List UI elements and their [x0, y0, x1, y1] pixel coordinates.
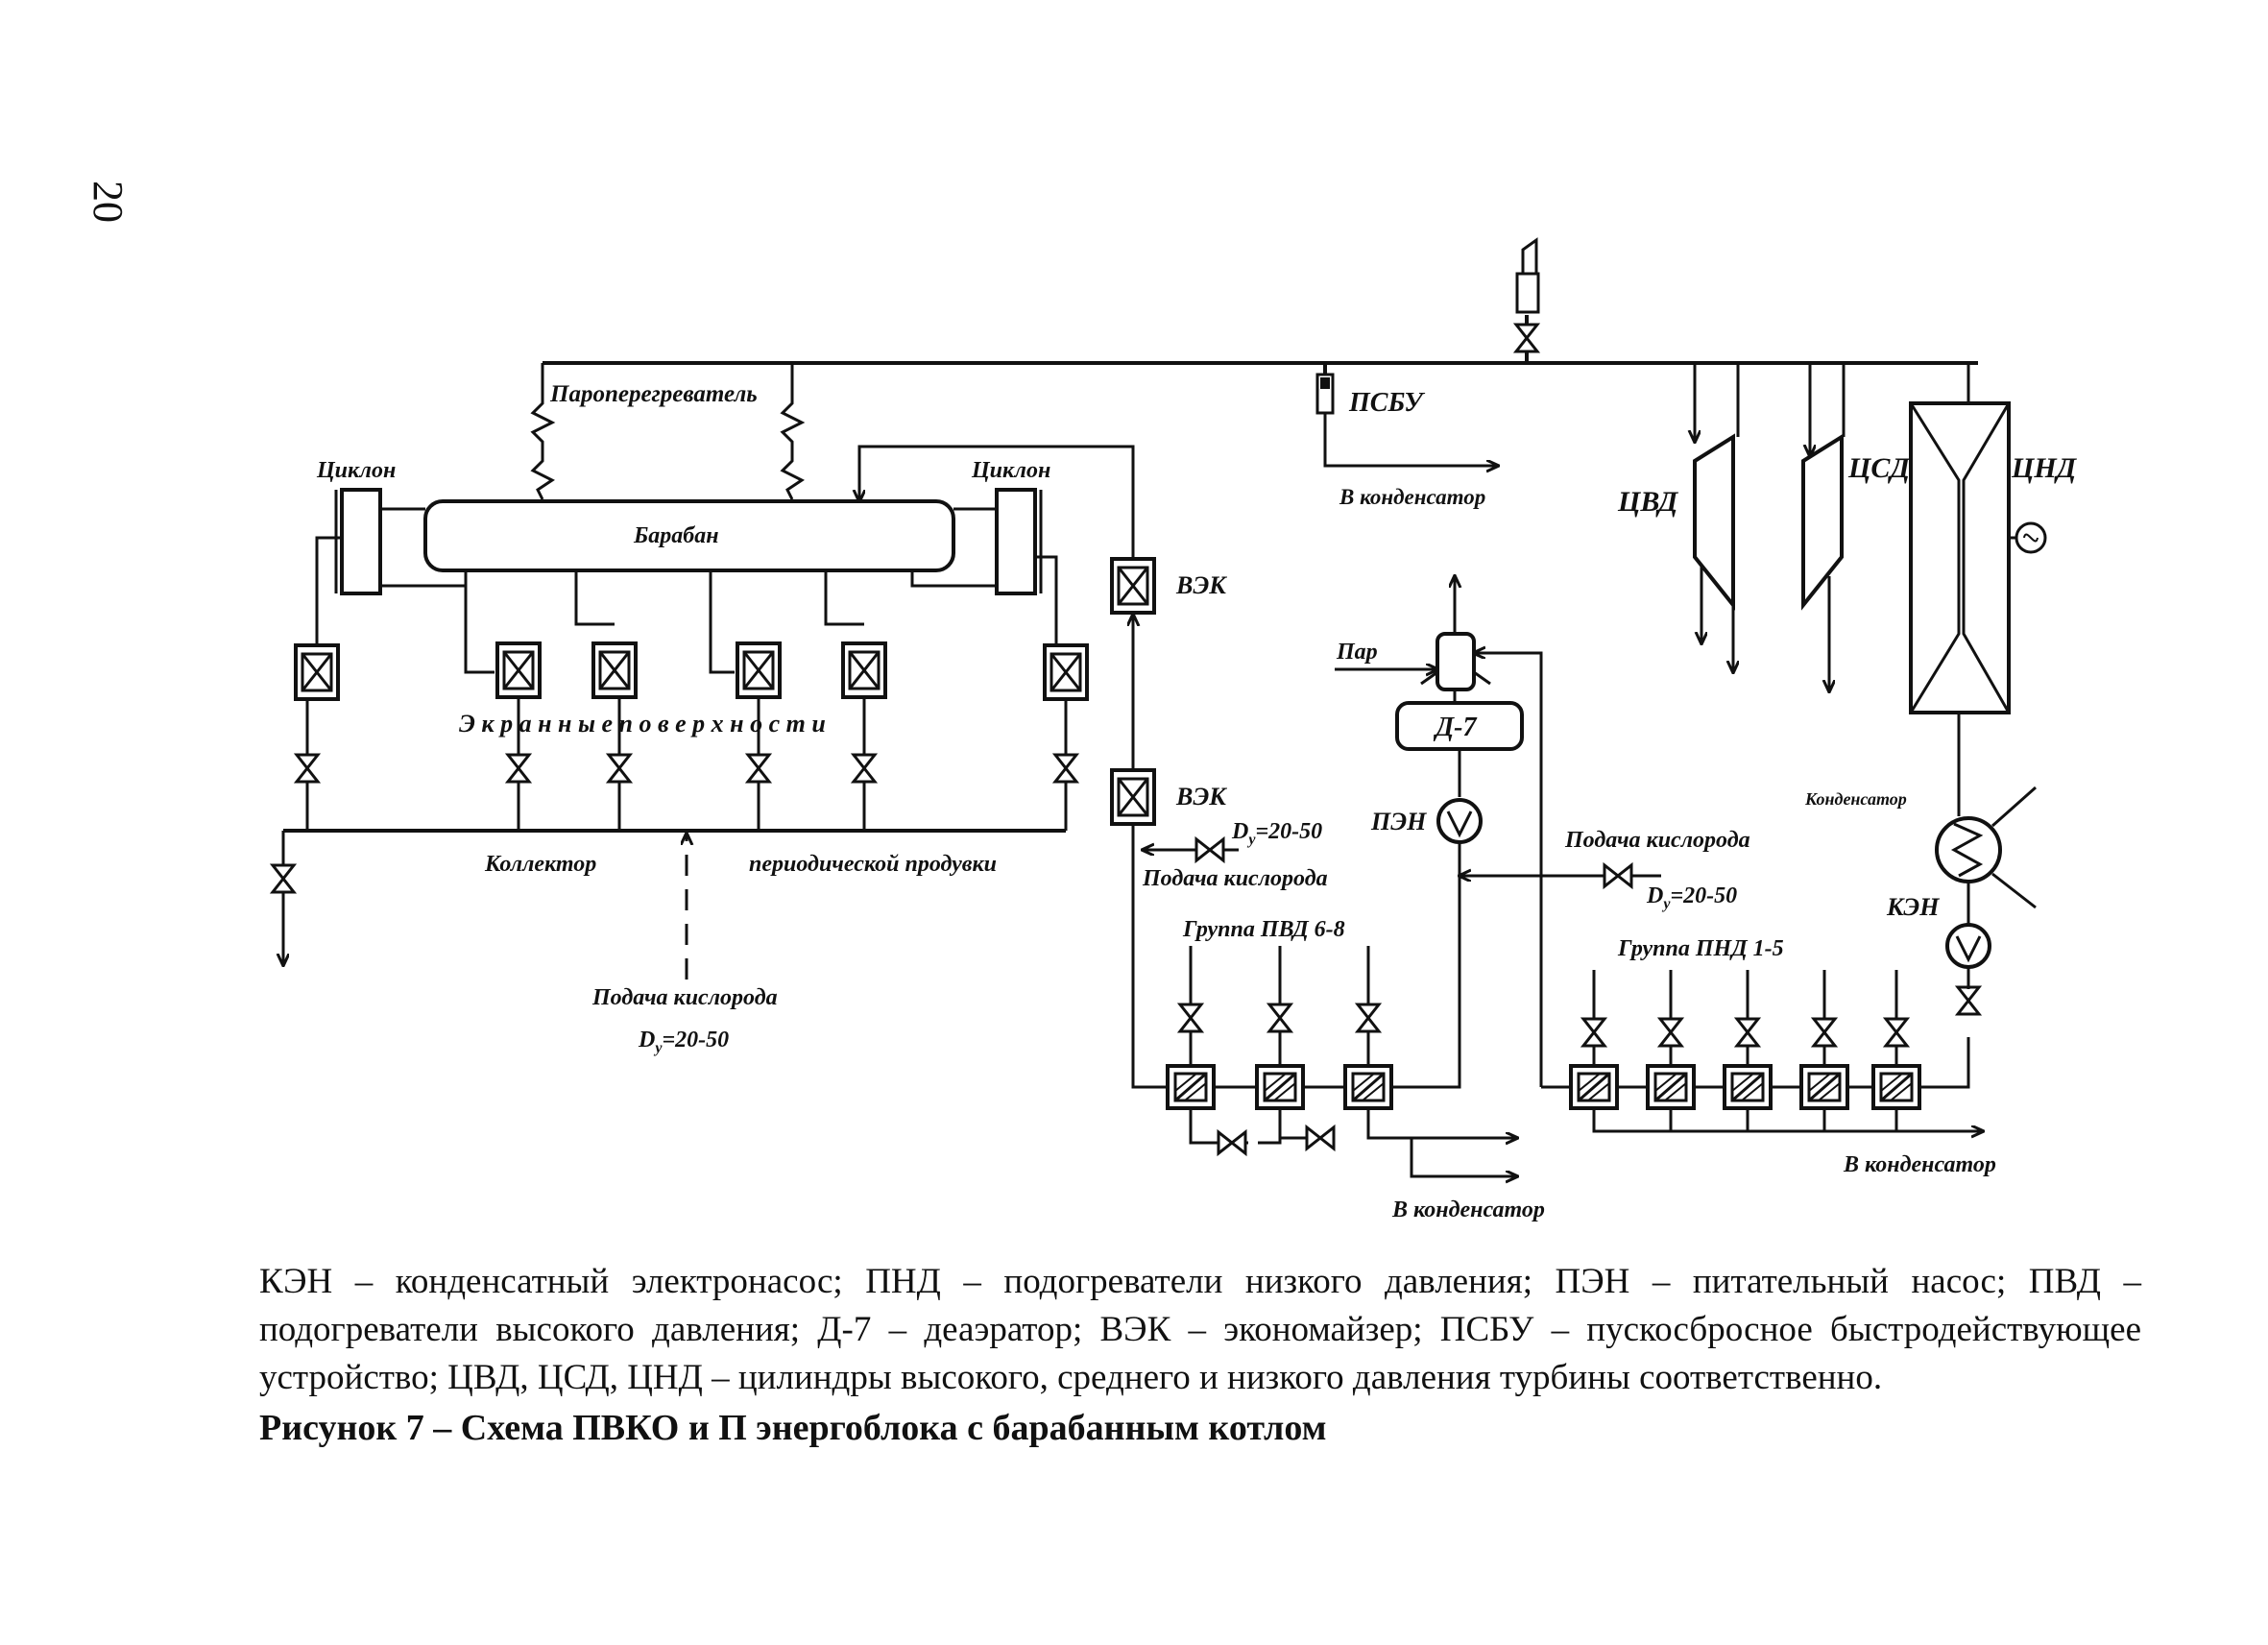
- lp-group-label: Группа ПНД 1-5: [1617, 936, 1784, 961]
- dy-vek-sub: y: [1246, 832, 1256, 848]
- oxygen-feed-vek-label: Подача кислорода: [1142, 866, 1328, 891]
- dy-right-value: =20-50: [1670, 883, 1737, 908]
- superheater-label: Пароперегреватель: [549, 381, 758, 407]
- vek-lower-label: ВЭК: [1175, 783, 1227, 810]
- legend-text: КЭН – конденсатный электронасос; ПНД – п…: [259, 1262, 2141, 1397]
- psbu-device: [1315, 363, 1498, 466]
- cvd-label: ЦВД: [1617, 486, 1679, 518]
- dy-bottom-label: D: [638, 1028, 655, 1052]
- svg-text:Dy=20-50: Dy=20-50: [638, 1028, 729, 1056]
- screen-surfaces-label: Э к р а н н ы е п о в е р х н о с т и: [459, 710, 826, 738]
- cyclone-right-label: Циклон: [971, 458, 1050, 483]
- periodic-blowdown-label: периодической продувки: [749, 852, 997, 877]
- oxygen-feed-right-label: Подача кислорода: [1564, 828, 1750, 853]
- drum: [423, 499, 955, 572]
- ken-label: КЭН: [1886, 893, 1940, 921]
- economizer-lower: [1110, 768, 1156, 826]
- cyclone-left: [340, 488, 382, 595]
- collector-label: Коллектор: [484, 852, 596, 877]
- feed-pump-icon: [1436, 798, 1483, 844]
- cnd-label: ЦНД: [2011, 452, 2078, 484]
- hp-cylinder: [1695, 363, 1733, 672]
- psbu-label: ПСБУ: [1348, 388, 1426, 418]
- screen-surfaces: [294, 536, 1089, 701]
- figure-caption: Рисунок 7 – Схема ПВКО и П энергоблока с…: [259, 1408, 1327, 1448]
- lp-cylinder: [1842, 363, 2011, 816]
- dy-bottom-value: =20-50: [662, 1028, 729, 1052]
- lp-heaters: [1541, 970, 1983, 1131]
- economizer-upper: [1110, 557, 1156, 615]
- power-unit-diagram: Пароперегреватель ПСБУ В конденсатор Бар…: [271, 237, 2078, 1222]
- hp-group-label: Группа ПВД 6-8: [1182, 917, 1345, 942]
- drum-label: Барабан: [633, 523, 719, 548]
- to-condenser-top-label: В конденсатор: [1339, 485, 1485, 509]
- ip-cylinder: [1736, 363, 1844, 691]
- svg-text:Dy=20-50: Dy=20-50: [1646, 883, 1737, 912]
- csd-label: ЦСД: [1847, 452, 1911, 484]
- blowdown-valves: [295, 697, 1078, 831]
- condenser-icon: [1935, 786, 2037, 909]
- vek-upper-label: ВЭК: [1175, 571, 1227, 599]
- cyclone-right: [995, 488, 1037, 595]
- steam-label: Пар: [1336, 640, 1378, 665]
- dy-right-sub: y: [1661, 896, 1671, 912]
- oxygen-feed-bottom-label: Подача кислорода: [591, 985, 778, 1010]
- safety-valve-icon: [1514, 237, 1540, 363]
- deaerator: [1395, 576, 1524, 751]
- pen-label: ПЭН: [1370, 808, 1427, 835]
- condensate-pump-icon: [1945, 923, 1991, 969]
- to-condenser-lp-label: В конденсатор: [1843, 1152, 1996, 1177]
- condenser-label: Конденсатор: [1804, 789, 1907, 809]
- svg-text:Dy=20-50: Dy=20-50: [1231, 819, 1322, 848]
- dy-bottom-sub: y: [653, 1040, 663, 1056]
- dy-right-label: D: [1646, 883, 1663, 908]
- dy-vek-label: D: [1231, 819, 1248, 844]
- to-condenser-hp-label: В конденсатор: [1391, 1197, 1545, 1222]
- generator-icon: [2009, 521, 2047, 554]
- deaerator-label: Д-7: [1433, 713, 1477, 742]
- dy-vek-value: =20-50: [1255, 819, 1322, 844]
- hp-heaters: [1152, 946, 1517, 1176]
- cyclone-left-label: Циклон: [316, 458, 396, 483]
